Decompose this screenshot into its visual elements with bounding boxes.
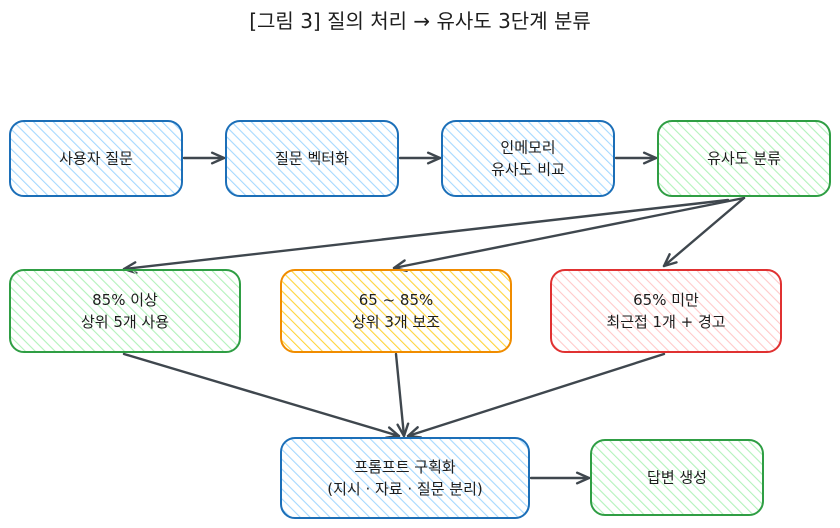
node-box (590, 439, 764, 516)
edge-mid-similarity-to-prompt-structure (394, 352, 410, 438)
node-label: 상위 3개 보조 (352, 313, 440, 331)
arrowhead (426, 151, 442, 165)
node-label: 65% 미만 (633, 291, 699, 309)
node-label: 85% 이상 (92, 291, 158, 309)
edges-layer (122, 151, 746, 485)
node-mid-similarity: 65 ~ 85% 상위 3개 보조 (280, 269, 512, 353)
edge-prompt-structure-to-answer-generate (529, 471, 591, 485)
arrowhead (396, 422, 410, 438)
edge-question-vectorize-to-inmemory-compare (398, 151, 442, 165)
node-label: 프롬프트 구획화 (354, 458, 456, 476)
node-question-vectorize: 질문 벡터화 (225, 120, 399, 197)
node-label: 답변 생성 (647, 469, 707, 487)
edge-low-similarity-to-prompt-structure (406, 352, 666, 439)
edge-inmemory-compare-to-similarity-classify (614, 151, 658, 165)
diagram-title: [그림 3] 질의 처리 → 유사도 3단계 분류 (249, 9, 591, 33)
node-box (9, 269, 241, 353)
node-answer-generate: 답변 생성 (590, 439, 764, 516)
node-label: 유사도 분류 (707, 150, 781, 168)
arrowhead (406, 426, 423, 439)
arrowhead (662, 253, 678, 268)
node-label: 사용자 질문 (59, 150, 133, 168)
node-prompt-structure: 프롬프트 구획화 (지시 · 자료 · 질문 분리) (280, 437, 530, 519)
node-box (280, 269, 512, 353)
edge-similarity-classify-to-mid-similarity (392, 196, 746, 273)
node-box (657, 120, 831, 197)
node-user-question: 사용자 질문 (9, 120, 183, 197)
node-similarity-classify: 유사도 분류 (657, 120, 831, 197)
node-box (225, 120, 399, 197)
edge-high-similarity-to-prompt-structure (122, 352, 401, 439)
arrowhead (575, 471, 591, 485)
node-box (280, 437, 530, 519)
arrowhead (642, 151, 658, 165)
node-label: 질문 벡터화 (275, 150, 349, 168)
node-label: 65 ~ 85% (359, 291, 434, 309)
arrowhead (210, 151, 226, 165)
node-box (441, 120, 615, 197)
node-label: 최근접 1개 + 경고 (606, 313, 725, 331)
node-box (9, 120, 183, 197)
node-label: 유사도 비교 (491, 161, 565, 179)
edge-similarity-classify-to-low-similarity (662, 196, 746, 268)
node-label: (지시 · 자료 · 질문 분리) (327, 480, 482, 498)
node-label: 인메모리 (500, 139, 555, 157)
node-label: 상위 5개 사용 (81, 313, 169, 331)
node-box (550, 269, 782, 353)
edge-user-question-to-question-vectorize (182, 151, 226, 165)
